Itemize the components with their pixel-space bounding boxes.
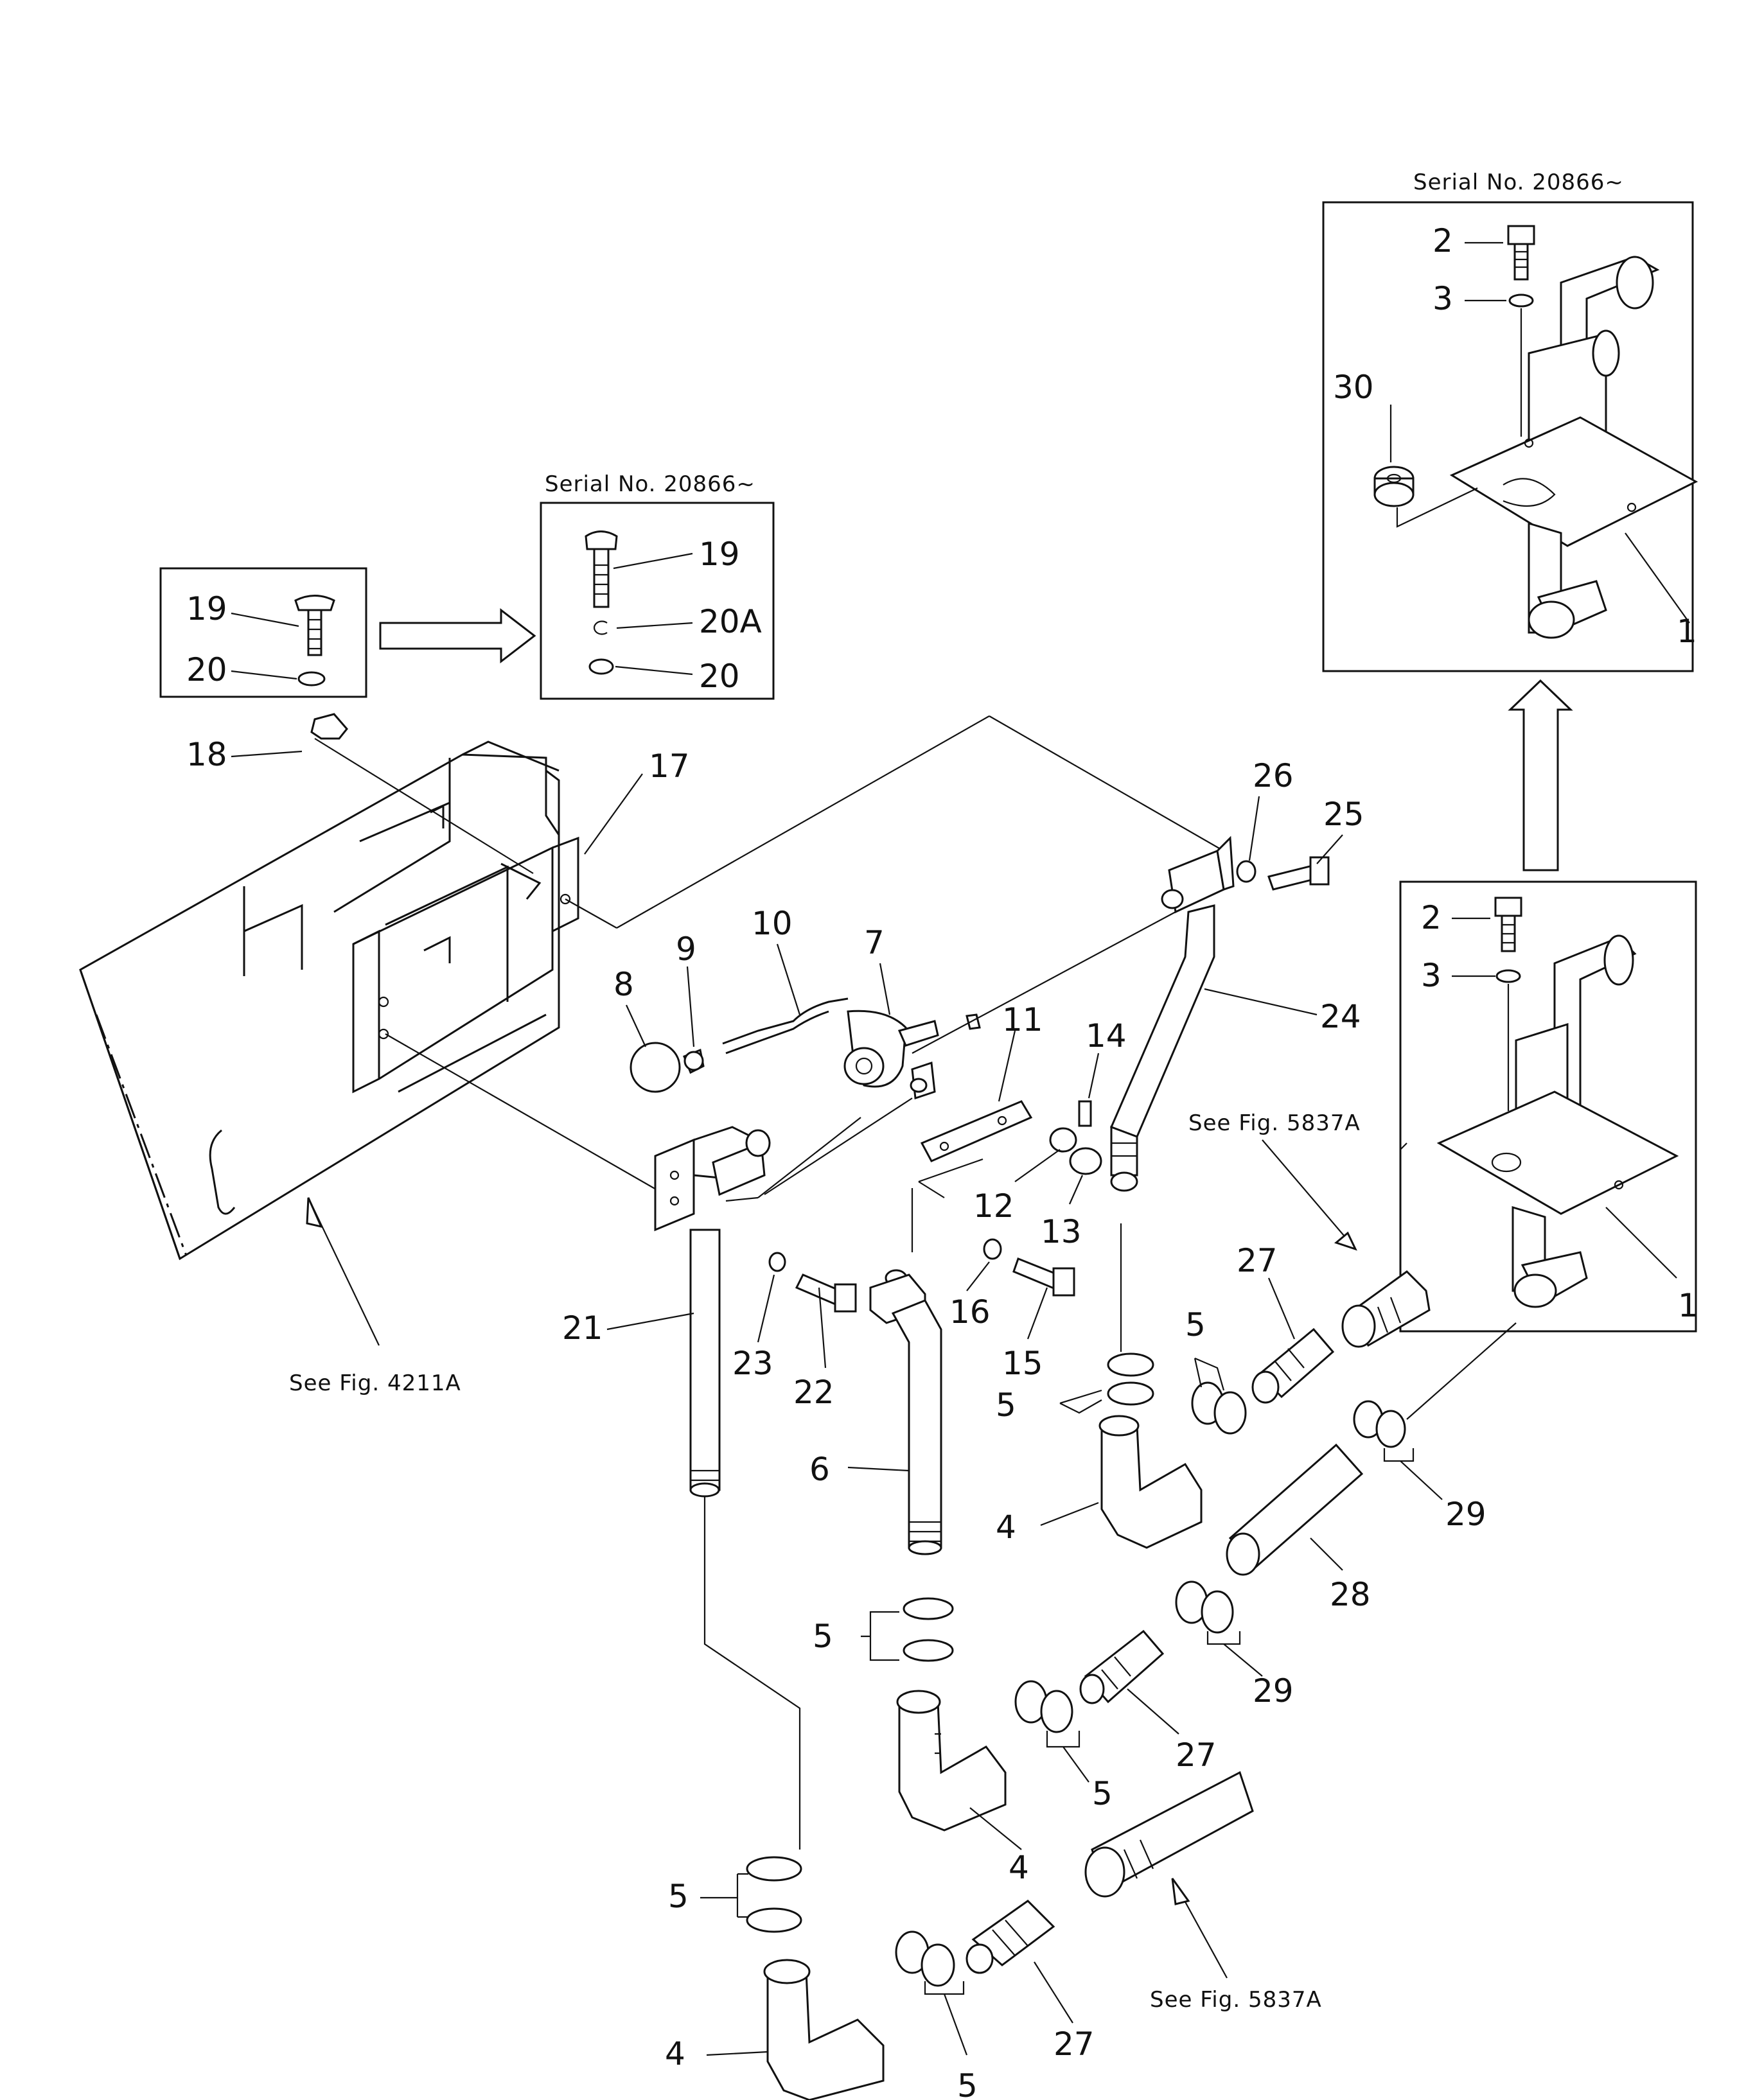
callout-26: 26 xyxy=(1253,757,1294,794)
bottom-left-elbow: 5 4 5 27 See Fig. 5837A xyxy=(665,1771,1322,2100)
callout-22: 22 xyxy=(793,1374,834,1411)
up-arrow-icon xyxy=(1508,679,1573,871)
upper-elbow: 5 4 5 27 See Fig. 5837A xyxy=(996,1110,1431,1549)
pipe-6-group: 6 5 xyxy=(809,1269,954,1662)
callout-4-b: 4 xyxy=(1009,1849,1029,1886)
callout-1-mid: 1 xyxy=(1678,1287,1698,1324)
callout-14: 14 xyxy=(1086,1017,1127,1054)
serial-label-top: Serial No. 20866~ xyxy=(1413,170,1624,195)
drain-valve: 8 9 10 7 xyxy=(613,905,1176,1100)
callout-13: 13 xyxy=(1041,1213,1082,1250)
callout-27-c: 27 xyxy=(1054,2026,1095,2063)
pipe-24-group: 26 25 24 xyxy=(1109,757,1364,1192)
right-arrow-icon xyxy=(379,608,536,664)
callout-18: 18 xyxy=(186,736,227,773)
callout-5-c: 5 xyxy=(1185,1306,1206,1343)
inset-serial-top: Serial No. 20866~ 2 3 30 xyxy=(1322,170,1698,672)
callout-3-mid: 3 xyxy=(1421,957,1442,994)
callout-19-box: 19 xyxy=(186,590,227,627)
inset-old-bolt: 19 20 xyxy=(159,567,367,698)
callout-16: 16 xyxy=(949,1293,991,1331)
callout-5-d: 5 xyxy=(1092,1775,1113,1812)
callout-8: 8 xyxy=(613,966,634,1003)
radiator-tank: 18 17 See Fig. 4211A xyxy=(79,713,690,1396)
callout-27-a: 27 xyxy=(1237,1242,1278,1279)
clamp-plate-group: 11 14 12 13 xyxy=(918,1001,1127,1250)
callout-1-top: 1 xyxy=(1677,613,1697,650)
callout-27-b: 27 xyxy=(1176,1737,1217,1774)
callout-20-serial: 20 xyxy=(699,658,740,695)
callout-25: 25 xyxy=(1323,796,1364,833)
callout-4-a: 4 xyxy=(996,1509,1016,1546)
callout-24: 24 xyxy=(1320,998,1361,1035)
callout-3-top: 3 xyxy=(1433,280,1453,317)
middle-elbow: 4 5 27 29 28 29 xyxy=(896,1322,1517,1886)
callout-19-serial: 19 xyxy=(699,536,740,573)
callout-29-b: 29 xyxy=(1253,1672,1294,1710)
ref-fig-5837a-upper: See Fig. 5837A xyxy=(1188,1110,1361,1136)
callout-10: 10 xyxy=(752,905,793,942)
callout-17: 17 xyxy=(649,748,690,785)
callout-12: 12 xyxy=(973,1187,1014,1225)
inset-standard: 2 3 1 xyxy=(1399,880,1698,1333)
callout-2-top: 2 xyxy=(1433,222,1453,259)
ref-fig-5837a-lower: See Fig. 5837A xyxy=(1150,1987,1322,2013)
callout-5-b: 5 xyxy=(813,1618,833,1655)
callout-5-e: 5 xyxy=(668,1878,689,1915)
callout-9: 9 xyxy=(676,931,696,968)
ref-fig-4211a: See Fig. 4211A xyxy=(289,1370,461,1396)
serial-label-middle: Serial No. 20866~ xyxy=(545,471,755,497)
callout-21: 21 xyxy=(562,1309,603,1347)
callout-4-c: 4 xyxy=(665,2035,685,2072)
callout-6: 6 xyxy=(809,1451,830,1488)
callout-11: 11 xyxy=(1002,1001,1043,1038)
callout-20-box: 20 xyxy=(186,651,227,688)
inset-serial-middle: Serial No. 20866~ 19 20A 20 xyxy=(540,471,775,700)
pipe-21-group: 21 23 22 16 15 xyxy=(562,1098,1075,1498)
callout-2-mid: 2 xyxy=(1421,899,1442,936)
callout-20a-serial: 20A xyxy=(699,603,762,640)
callout-28: 28 xyxy=(1330,1576,1371,1613)
callout-29-a: 29 xyxy=(1445,1496,1486,1533)
callout-5-f: 5 xyxy=(957,2067,978,2100)
callout-30: 30 xyxy=(1333,369,1374,406)
callout-15: 15 xyxy=(1002,1345,1043,1382)
callout-5-a: 5 xyxy=(996,1387,1016,1424)
callout-23: 23 xyxy=(732,1345,773,1382)
callout-7: 7 xyxy=(864,924,885,961)
